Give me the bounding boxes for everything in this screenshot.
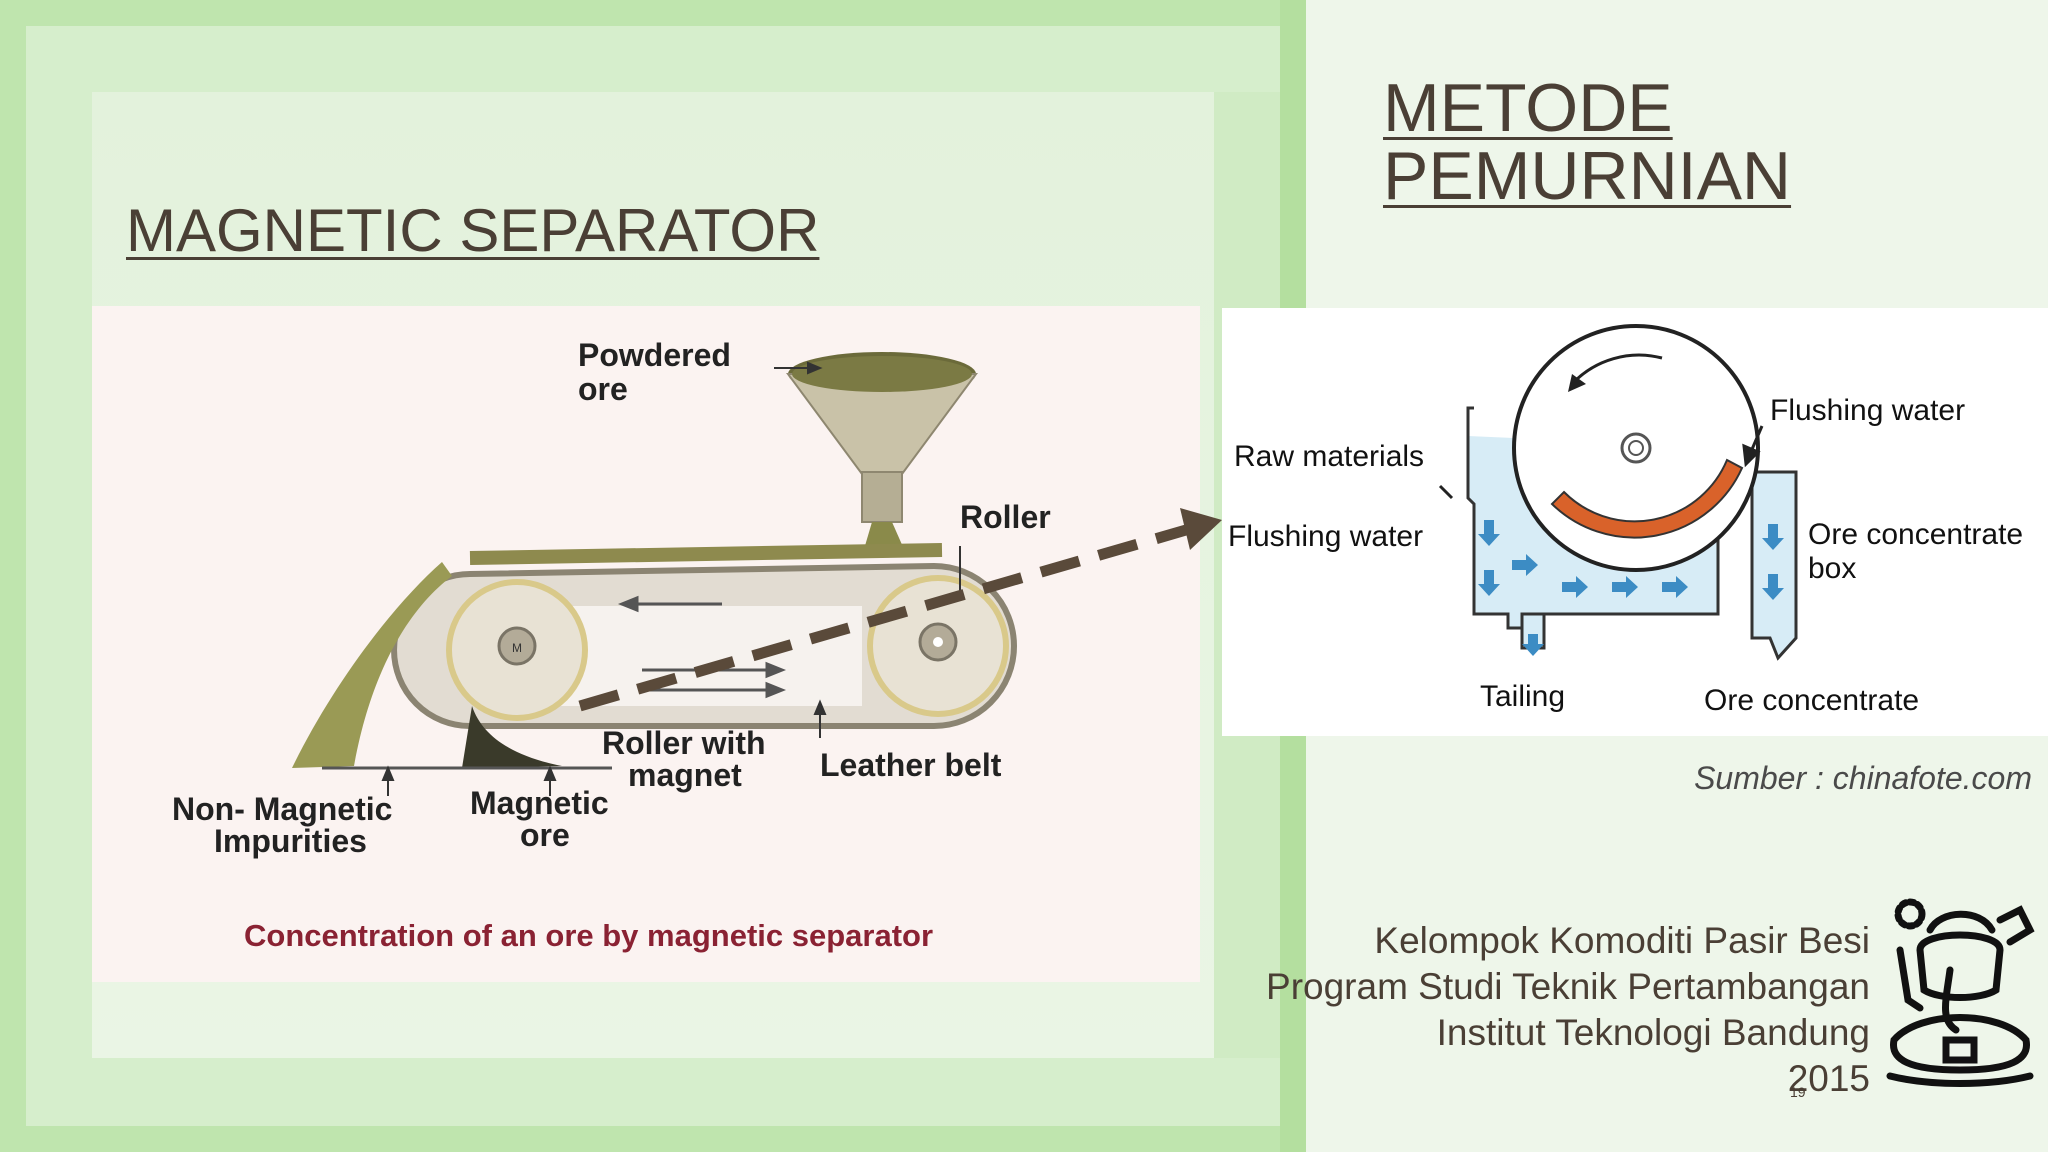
source-citation: Sumber : chinafote.com bbox=[1694, 760, 2032, 796]
label-roller-with-magnet-2: magnet bbox=[628, 757, 742, 793]
left-title: MAGNETIC SEPARATOR bbox=[126, 197, 820, 264]
credit-line-1: Kelompok Komoditi Pasir Besi bbox=[1374, 920, 1870, 961]
diagram-caption: Concentration of an ore by magnetic sepa… bbox=[244, 918, 933, 953]
label-magnetic-ore-2: ore bbox=[520, 817, 570, 853]
label-raw-materials: Raw materials bbox=[1234, 440, 1424, 473]
label-powdered-ore-1: Powdered bbox=[578, 337, 731, 373]
non-magnetic-stream bbox=[292, 562, 452, 768]
magnetic-ore-pile bbox=[462, 706, 562, 768]
credit-line-2: Program Studi Teknik Pertambangan bbox=[1266, 966, 1870, 1007]
label-powdered-ore-2: ore bbox=[578, 371, 628, 407]
roller bbox=[867, 575, 1009, 717]
right-title-line1: METODE bbox=[1383, 70, 1673, 146]
motor-label: M bbox=[512, 641, 522, 655]
magnetic-separator-diagram: M Powdered ore Roller Roller with magnet… bbox=[92, 306, 1200, 982]
drum-separator-diagram: Raw materials Flushing water Flushing wa… bbox=[1222, 308, 2048, 736]
label-ore-concentrate-box-1: Ore concentrate bbox=[1808, 518, 2023, 551]
label-flushing-water-right: Flushing water bbox=[1770, 394, 1965, 427]
label-roller-with-magnet-1: Roller with bbox=[602, 725, 766, 761]
right-title-line2: PEMURNIAN bbox=[1383, 138, 1792, 214]
flow-arrows bbox=[1478, 520, 1784, 656]
rotation-arrow bbox=[1570, 353, 1663, 386]
concentrate-box bbox=[1750, 470, 1798, 661]
itb-ganesha-logo-icon bbox=[1886, 898, 2035, 1087]
right-title: METODE PEMURNIAN bbox=[1383, 74, 1791, 210]
label-non-magnetic-2: Impurities bbox=[214, 823, 367, 859]
magnet-segment bbox=[1550, 458, 1744, 539]
label-non-magnetic-1: Non- Magnetic bbox=[172, 791, 392, 827]
label-roller: Roller bbox=[960, 499, 1051, 535]
label-ore-concentrate-box-2: box bbox=[1808, 552, 1856, 585]
roller-with-magnet: M bbox=[446, 579, 588, 721]
label-magnetic-ore-1: Magnetic bbox=[470, 785, 609, 821]
label-ore-concentrate: Ore concentrate bbox=[1704, 684, 1919, 717]
credit-line-3: Institut Teknologi Bandung bbox=[1436, 1012, 1870, 1053]
drum-label-pointers bbox=[1438, 425, 1764, 500]
credit-line-4: 2015 bbox=[1787, 1058, 1870, 1099]
label-leather-belt: Leather belt bbox=[820, 747, 1002, 783]
label-tailing: Tailing bbox=[1480, 680, 1565, 713]
label-flushing-water-left: Flushing water bbox=[1228, 520, 1423, 553]
credits-block: Kelompok Komoditi Pasir Besi Program Stu… bbox=[1266, 918, 1870, 1102]
page-number: 19 bbox=[1790, 1084, 1806, 1100]
